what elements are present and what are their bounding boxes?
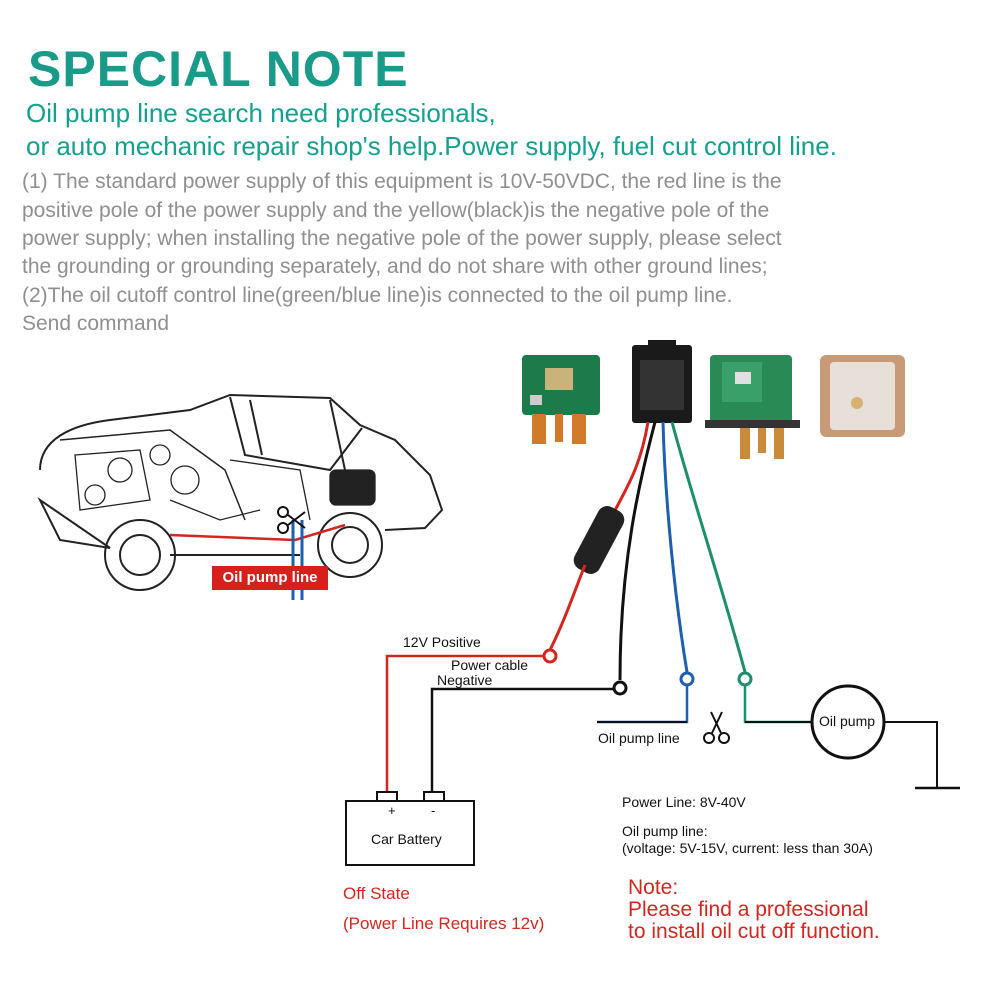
gps-antenna-icon — [820, 355, 905, 437]
off-state-label: Off State — [343, 884, 410, 903]
car-sketch-icon — [37, 393, 444, 591]
body-text-line: positive pole of the power supply and th… — [22, 199, 770, 222]
body-text-line: (1) The standard power supply of this eq… — [22, 170, 782, 193]
body-text-line: Send command — [22, 312, 170, 335]
battery-label: Car Battery — [371, 831, 442, 847]
oil-pump-spec-1: Oil pump line: — [622, 823, 708, 839]
relay-module-back-icon — [705, 355, 800, 459]
oil-pump-spec-2: (voltage: 5V-15V, current: less than 30A… — [622, 840, 873, 856]
relay-module-front-icon — [522, 355, 600, 444]
note-heading: Note: — [628, 876, 679, 899]
relay-socket-icon — [632, 340, 692, 423]
page-title: SPECIAL NOTE — [28, 41, 409, 97]
oil-pump-line-tag: Oil pump line — [212, 566, 328, 590]
positive-label: 12V Positive — [403, 634, 481, 650]
power-line-spec: Power Line: 8V-40V — [622, 794, 746, 810]
professional-note: Note: Please find a professional to inst… — [628, 877, 880, 943]
fuse-holder-icon — [573, 506, 625, 574]
scissors-icon — [277, 506, 306, 534]
oil-pump-label: Oil pump — [819, 713, 876, 729]
body-text-line: (2)The oil cutoff control line(green/blu… — [22, 284, 733, 307]
wiring-diagram — [37, 340, 960, 866]
battery-plus: + — [388, 803, 396, 818]
cut-scissors-icon — [703, 711, 730, 744]
note-line: to install oil cut off function. — [628, 920, 880, 943]
negative-label: Negative — [437, 672, 493, 688]
power-cable-label: Power cable — [451, 657, 529, 673]
off-state-note: (Power Line Requires 12v) — [343, 914, 545, 933]
subtitle-line-2: or auto mechanic repair shop's help.Powe… — [26, 131, 837, 161]
subtitle-line-1: Oil pump line search need professionals, — [26, 98, 496, 128]
body-text-line: power supply; when installing the negati… — [22, 227, 782, 250]
battery-minus: - — [431, 803, 436, 818]
body-text-line: the grounding or grounding separately, a… — [22, 255, 768, 278]
note-line: Please find a professional — [628, 898, 869, 921]
oil-pump-line-label: Oil pump line — [598, 730, 680, 746]
